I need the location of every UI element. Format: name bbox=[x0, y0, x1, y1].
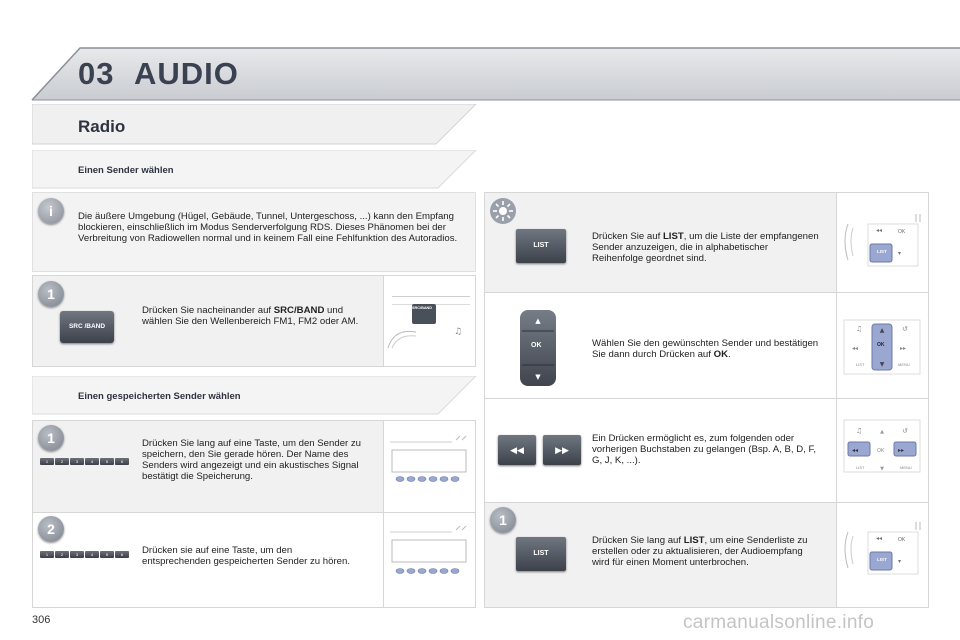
subtitle-select-station: Einen Sender wählen bbox=[78, 165, 174, 176]
watermark: carmanualsonline.info bbox=[683, 612, 875, 633]
svg-text:▼: ▼ bbox=[880, 361, 885, 368]
svg-text:▲: ▲ bbox=[880, 327, 885, 334]
svg-text:♫: ♫ bbox=[856, 427, 862, 435]
fast-forward-icon: ▶▶ bbox=[555, 445, 569, 455]
radio-presets-illustration bbox=[390, 526, 467, 574]
subtitle-preset-station: Einen gespeicherten Sender wählen bbox=[78, 391, 241, 402]
svg-text:▾: ▾ bbox=[898, 558, 901, 565]
step-store-text: Drücken Sie lang auf eine Taste, um den … bbox=[142, 438, 362, 482]
chapter-header bbox=[0, 40, 960, 108]
list-update-text: Drücken Sie lang auf LIST, um eine Sende… bbox=[592, 535, 808, 568]
step-badge: 1 bbox=[490, 507, 516, 533]
preset-button[interactable]: 3 bbox=[70, 551, 84, 558]
preset-button[interactable]: 2 bbox=[55, 458, 69, 465]
svg-text:▾: ▾ bbox=[898, 250, 901, 257]
preset-button[interactable]: 5 bbox=[100, 551, 114, 558]
control-skip-illustration: ◂◂ ▸▸ ♫ ↺ ▲ ▼ bbox=[843, 419, 921, 473]
panel-ok-label: OK bbox=[877, 342, 885, 348]
svg-text:◂◂: ◂◂ bbox=[852, 345, 858, 352]
control-ok-illustration: ▲ ▼ ♫ ↺ ◂◂ ▸▸ bbox=[843, 319, 921, 375]
svg-text:♫: ♫ bbox=[454, 327, 462, 337]
src-band-button[interactable]: SRC /BAND bbox=[60, 311, 114, 343]
panel-list-label: LIST bbox=[856, 362, 865, 367]
rewind-icon: ◀◀ bbox=[510, 445, 524, 455]
preset-button[interactable]: 4 bbox=[85, 551, 99, 558]
svg-text:▼: ▼ bbox=[535, 373, 541, 381]
panel-list-label: LIST bbox=[877, 249, 887, 254]
step-recall-text: Drücken sie auf eine Taste, um den entsp… bbox=[142, 545, 351, 567]
previous-letter-button[interactable]: ◀◀ bbox=[498, 435, 536, 465]
step-badge: 1 bbox=[38, 425, 64, 451]
step-badge: 1 bbox=[38, 281, 64, 307]
letter-jump-text: Ein Drücken ermöglicht es, zum folgenden… bbox=[592, 433, 816, 466]
svg-text:♫: ♫ bbox=[856, 325, 862, 333]
preset-button[interactable]: 1 bbox=[40, 551, 54, 558]
section-header-bar bbox=[32, 104, 477, 145]
panel-ok-label: OK bbox=[877, 448, 885, 454]
page-number: 306 bbox=[32, 614, 51, 626]
svg-text:▲: ▲ bbox=[535, 317, 541, 325]
control-list-illustration: ◂◂ ▾ bbox=[844, 522, 921, 575]
preset-button[interactable]: 1 bbox=[40, 458, 54, 465]
info-text: Die äußere Umgebung (Hügel, Gebäude, Tun… bbox=[78, 211, 458, 244]
panel-menu-label: MENU bbox=[898, 362, 910, 367]
preset-button[interactable]: 5 bbox=[100, 458, 114, 465]
panel-list-label: LIST bbox=[877, 557, 887, 562]
ok-label: OK bbox=[531, 342, 542, 349]
tip-icon bbox=[490, 198, 516, 224]
radio-presets-illustration bbox=[390, 436, 467, 482]
radio-src-label: SRC/BAND bbox=[412, 306, 433, 310]
list-long-press-button[interactable]: LIST bbox=[516, 537, 566, 571]
svg-text:▸▸: ▸▸ bbox=[898, 447, 904, 454]
info-panel bbox=[32, 192, 476, 272]
svg-text:↺: ↺ bbox=[902, 325, 908, 333]
chapter-title: AUDIO bbox=[134, 56, 239, 91]
preset-button[interactable]: 6 bbox=[115, 551, 129, 558]
svg-text:◂◂: ◂◂ bbox=[852, 447, 858, 454]
next-letter-button[interactable]: ▶▶ bbox=[543, 435, 581, 465]
radio-panel-illustration: ♫ bbox=[387, 296, 470, 349]
panel-menu-label: MENU bbox=[900, 465, 912, 470]
svg-text:◂◂: ◂◂ bbox=[876, 227, 882, 234]
svg-text:▸▸: ▸▸ bbox=[900, 345, 906, 352]
subtitle-bar-preset bbox=[32, 376, 477, 415]
ok-navigator-button[interactable]: ▲ ▼ bbox=[518, 309, 558, 387]
panel-list-label: LIST bbox=[856, 465, 865, 470]
step-badge: 2 bbox=[38, 516, 64, 542]
select-station-text: Wählen Sie den gewünschten Sender und be… bbox=[592, 338, 819, 360]
panel-ok-label: OK bbox=[898, 229, 906, 235]
step-src-band-text: Drücken Sie nacheinander auf SRC/BAND un… bbox=[142, 305, 359, 327]
svg-text:▼: ▼ bbox=[880, 466, 884, 472]
svg-text:◂◂: ◂◂ bbox=[876, 535, 882, 542]
control-list-illustration: ◂◂ ▾ bbox=[844, 214, 921, 267]
chapter-number: 03 bbox=[78, 56, 115, 91]
list-button[interactable]: LIST bbox=[516, 229, 566, 263]
svg-text:↺: ↺ bbox=[902, 427, 908, 435]
preset-button[interactable]: 6 bbox=[115, 458, 129, 465]
preset-button[interactable]: 3 bbox=[70, 458, 84, 465]
svg-text:▲: ▲ bbox=[880, 429, 884, 435]
preset-button[interactable]: 2 bbox=[55, 551, 69, 558]
subtitle-bar-select bbox=[32, 150, 477, 189]
preset-button[interactable]: 4 bbox=[85, 458, 99, 465]
list-text: Drücken Sie auf LIST, um die Liste der e… bbox=[592, 231, 819, 264]
info-icon: i bbox=[38, 198, 64, 224]
panel-ok-label: OK bbox=[898, 537, 906, 543]
section-title: Radio bbox=[78, 117, 126, 136]
